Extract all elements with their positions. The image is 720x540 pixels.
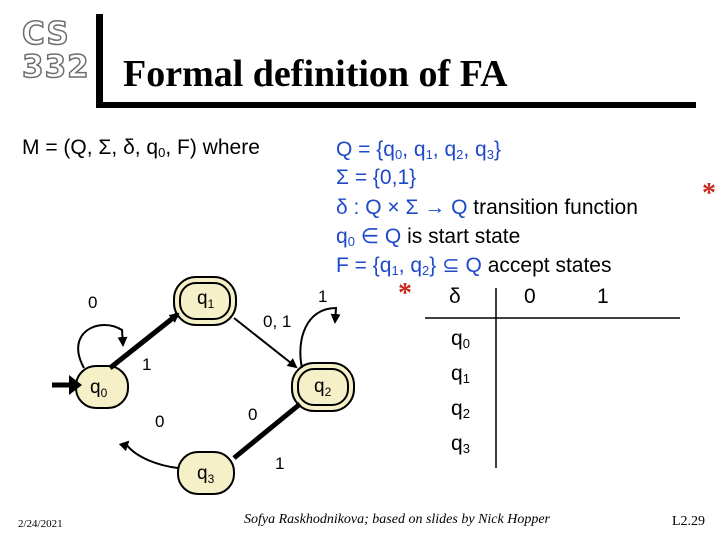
edge-label-q2-to-q3: 0: [248, 405, 257, 424]
title-vertical-rule: [96, 14, 103, 108]
accept-b: , q: [398, 254, 423, 277]
start-arrow-head: [69, 375, 82, 395]
table-row-q0-label: q: [451, 327, 463, 350]
definition-header-tail: , F) where: [165, 136, 260, 159]
slide-title: Formal definition of FA: [123, 53, 508, 95]
definition-header-text: M = (Q, Σ, δ, q: [22, 136, 159, 159]
q-set-s0: 0: [394, 147, 403, 162]
q-set-s1: 1: [425, 147, 433, 162]
table-delta-header: δ: [449, 285, 461, 308]
edge-q2-loop: [299, 306, 341, 369]
footer-credit: Sofya Raskhodnikova; based on slides by …: [244, 512, 550, 527]
sigma-set-line: Σ = {0,1}: [336, 166, 417, 189]
edge-q2-to-q3: [232, 402, 302, 460]
accept-description: accept states: [487, 254, 612, 277]
table-row-q1: q1: [451, 362, 470, 386]
state-q3-label: q3: [197, 463, 215, 486]
edge-label-q3-to-q2: 1: [275, 454, 284, 473]
edge-label-q0-loop: 0: [88, 293, 97, 312]
q-set-s3: 3: [486, 147, 494, 162]
start-description: is start state: [407, 225, 521, 248]
state-q1-outer: [173, 276, 237, 326]
logo-line-1: CS: [21, 16, 70, 52]
footer-date: 2/24/2021: [18, 518, 63, 530]
edge-label-q1-to-q2: 0, 1: [263, 312, 291, 331]
state-q3: [177, 451, 235, 495]
state-q2-inner: [297, 368, 349, 406]
q-set-s2: 2: [456, 147, 464, 162]
state-q2-outer: [291, 362, 355, 412]
definition-header: M = (Q, Σ, δ, q0, F) where: [22, 136, 260, 160]
state-q0-label: q0: [90, 377, 108, 400]
accept-a: F = {q: [336, 254, 392, 277]
table-star: *: [398, 278, 412, 309]
footer-page-number: L2.29: [672, 514, 706, 529]
edge-label-q2-loop: 1: [318, 287, 327, 306]
table-row-q1-sub: 1: [462, 371, 470, 386]
state-q2: [291, 362, 355, 412]
footnote-star: *: [702, 178, 716, 209]
start-q: q: [336, 225, 348, 248]
start-q-sub: 0: [347, 234, 355, 249]
title-horizontal-rule: [96, 102, 696, 108]
table-row-q0: q0: [451, 327, 470, 351]
start-in-q: ∈ Q: [354, 225, 408, 248]
accept-s2: 2: [422, 263, 430, 278]
definition-header-sub: 0: [158, 145, 166, 160]
table-row-q3-sub: 3: [462, 441, 470, 456]
table-col-0: 0: [524, 285, 536, 308]
q-set-e: }: [493, 138, 501, 161]
edge-q3-to-q0: [118, 440, 179, 469]
table-row-q1-label: q: [451, 362, 463, 385]
delta-line: δ : Q × Σ → Q transition function: [336, 196, 638, 220]
q-set-d: , q: [463, 138, 487, 161]
state-q2-label: q2: [314, 376, 332, 399]
edge-q1-to-q2: [233, 317, 298, 369]
delta-signature: δ : Q × Σ → Q: [336, 196, 474, 219]
state-q1-label: q1: [197, 288, 215, 311]
accept-s1: 1: [391, 263, 399, 278]
accept-states-line: F = {q1, q2} ⊆ Q accept states: [336, 253, 611, 278]
q-set-c: , q: [432, 138, 457, 161]
table-row-q2-sub: 2: [462, 406, 470, 421]
edge-label-q0-to-q1: 1: [142, 355, 151, 374]
state-q1-inner: [179, 282, 231, 320]
edge-q0-loop: [77, 324, 128, 369]
table-col-1: 1: [597, 285, 609, 308]
edge-label-q3-to-q0: 0: [155, 412, 164, 431]
table-row-q3-label: q: [451, 432, 463, 455]
table-row-q2-label: q: [451, 397, 463, 420]
state-q1: [173, 276, 237, 326]
edge-q0-to-q1: [108, 312, 180, 370]
table-row-q3: q3: [451, 432, 470, 456]
start-state-line: q0 ∈ Q is start state: [336, 224, 520, 249]
q-set-b: , q: [402, 138, 426, 161]
table-row-q0-sub: 0: [462, 336, 470, 351]
state-q3-shape: [177, 451, 235, 495]
logo-line-2: 332: [21, 49, 90, 85]
delta-description: transition function: [473, 196, 638, 219]
course-logo: CS 332: [21, 16, 90, 85]
table-row-q2: q2: [451, 397, 470, 421]
accept-c: } ⊆ Q: [429, 254, 488, 277]
q-set-line: Q = {q0, q1, q2, q3}: [336, 138, 501, 162]
q-set-a: Q = {q: [336, 138, 395, 161]
